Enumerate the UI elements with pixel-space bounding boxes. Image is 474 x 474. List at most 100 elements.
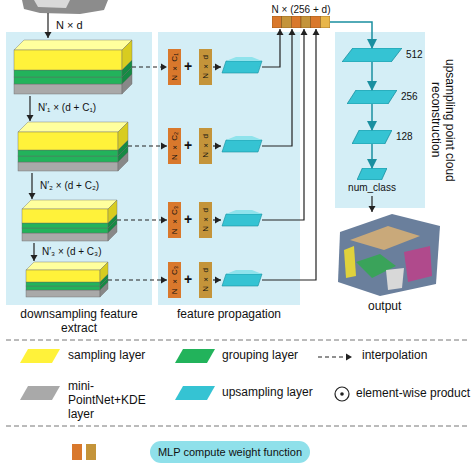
arrow-head [215, 277, 221, 284]
product-symbol [335, 387, 349, 401]
arrow-head [215, 64, 221, 71]
legend-swatch [20, 386, 60, 400]
legend-swatch [175, 349, 215, 363]
feature-box: N × C₁ [168, 49, 181, 85]
layer-top [22, 200, 117, 209]
legend-swatch [20, 349, 60, 363]
upsampling-layer-shape [357, 168, 387, 180]
arrow-head [31, 255, 38, 261]
upsampling-layer [222, 140, 262, 152]
layer-shape [357, 168, 387, 180]
upsampling-layer [222, 61, 262, 73]
upsampling-layer: 256 [347, 90, 397, 104]
layer-front [26, 290, 100, 297]
mlp-pill [150, 441, 310, 463]
layer-shape [352, 130, 392, 144]
sum-sign: + [184, 211, 192, 227]
arrow-head [161, 143, 167, 150]
dimension-label: N × d [56, 19, 83, 32]
layer-front [18, 162, 118, 171]
arrow-head [29, 193, 36, 199]
layer-front [18, 156, 118, 162]
point-cloud-image [34, 0, 70, 8]
arrow-head [27, 115, 34, 121]
output-scene-image [404, 246, 432, 282]
dimension-label: N × d [201, 268, 210, 292]
legend-text: sampling layer [68, 349, 168, 363]
panel-background [6, 32, 152, 305]
dimension-label: N × (256 + d) [272, 4, 331, 16]
upsampling-layer-shape [352, 130, 392, 144]
concat-segment [291, 16, 301, 28]
separator-line [6, 340, 468, 341]
stage-panel: downsampling feature extract [6, 32, 152, 305]
upsampling-layer-top [226, 57, 262, 61]
sum-sign: + [184, 137, 192, 153]
weight-sample [86, 444, 96, 460]
concat-segment [320, 16, 330, 28]
panel-heading: upsampling point cloud reconstruction [428, 32, 456, 208]
feature-box: N × d [199, 49, 212, 85]
dimension-label: N × C₃ [170, 266, 179, 294]
upsampling-layer: 128 [352, 130, 392, 144]
dimension-label: N × d [201, 134, 210, 158]
layer-front [22, 233, 108, 241]
output-scene-image [386, 268, 404, 290]
layer-front [18, 150, 118, 156]
layer-front [14, 84, 122, 94]
upsampling-layer [222, 274, 262, 286]
layer-top [14, 40, 132, 50]
stage-panel: feature propagationN × C₁N × dN × C₂N × … [158, 32, 300, 305]
layer-top [18, 122, 128, 132]
upsampling-layer-shape [342, 48, 402, 62]
layer-front [22, 209, 108, 223]
layer-top [26, 262, 108, 270]
upsampling-layer: 512 [342, 48, 402, 62]
channel-label: 512 [406, 49, 423, 61]
legend-text: mini-PointNet+KDE layer [68, 380, 168, 421]
concat-segment [311, 16, 321, 28]
interpolation-arrow [108, 279, 167, 280]
legend-text: grouping layer [222, 349, 312, 363]
arrow-head [313, 29, 320, 35]
layer-front [22, 228, 108, 233]
output-scene-image [338, 214, 440, 296]
feature-box: N × C₂ [168, 128, 181, 164]
layer-shape [347, 90, 397, 104]
upsampling-layer-top [226, 270, 262, 274]
layer-front [14, 77, 122, 84]
dimension-label: N × C₁ [170, 53, 179, 81]
layer-front [14, 70, 122, 77]
arrow-head [289, 29, 296, 35]
layer-front [22, 223, 108, 228]
feature-box: N × C₃ [168, 262, 181, 298]
concat-box: N × (256 + d) [272, 16, 330, 28]
legend-text: interpolation [362, 349, 462, 363]
legend-text: element-wise product [356, 387, 472, 401]
panel-background [335, 32, 425, 208]
dimension-label: N × C₂ [170, 132, 179, 160]
layer-side [122, 40, 132, 70]
output-scene-image [350, 226, 420, 250]
feature-box: N × d [199, 262, 212, 298]
legend-text: MLP compute weight function [150, 446, 310, 459]
arrow-head [45, 32, 52, 38]
layer-top [22, 224, 117, 233]
concat-segment [282, 16, 292, 28]
concat-arrow [262, 29, 292, 146]
arrow-head [161, 277, 167, 284]
layer-front [14, 50, 122, 70]
channel-label: 256 [401, 91, 418, 103]
separator-line [6, 426, 468, 427]
arrow-head [215, 217, 221, 224]
flow-connector [330, 22, 372, 48]
point-cloud-image [22, 0, 108, 14]
arrow-head [346, 354, 352, 361]
sampling-layer [18, 122, 128, 150]
sum-sign: + [184, 58, 192, 74]
upsampling-layer-top [226, 136, 262, 140]
feature-box: N × C₃ [168, 202, 181, 238]
arrow-head [301, 29, 308, 35]
upsampling-layer-shape [347, 90, 397, 104]
layer-front [26, 286, 100, 290]
